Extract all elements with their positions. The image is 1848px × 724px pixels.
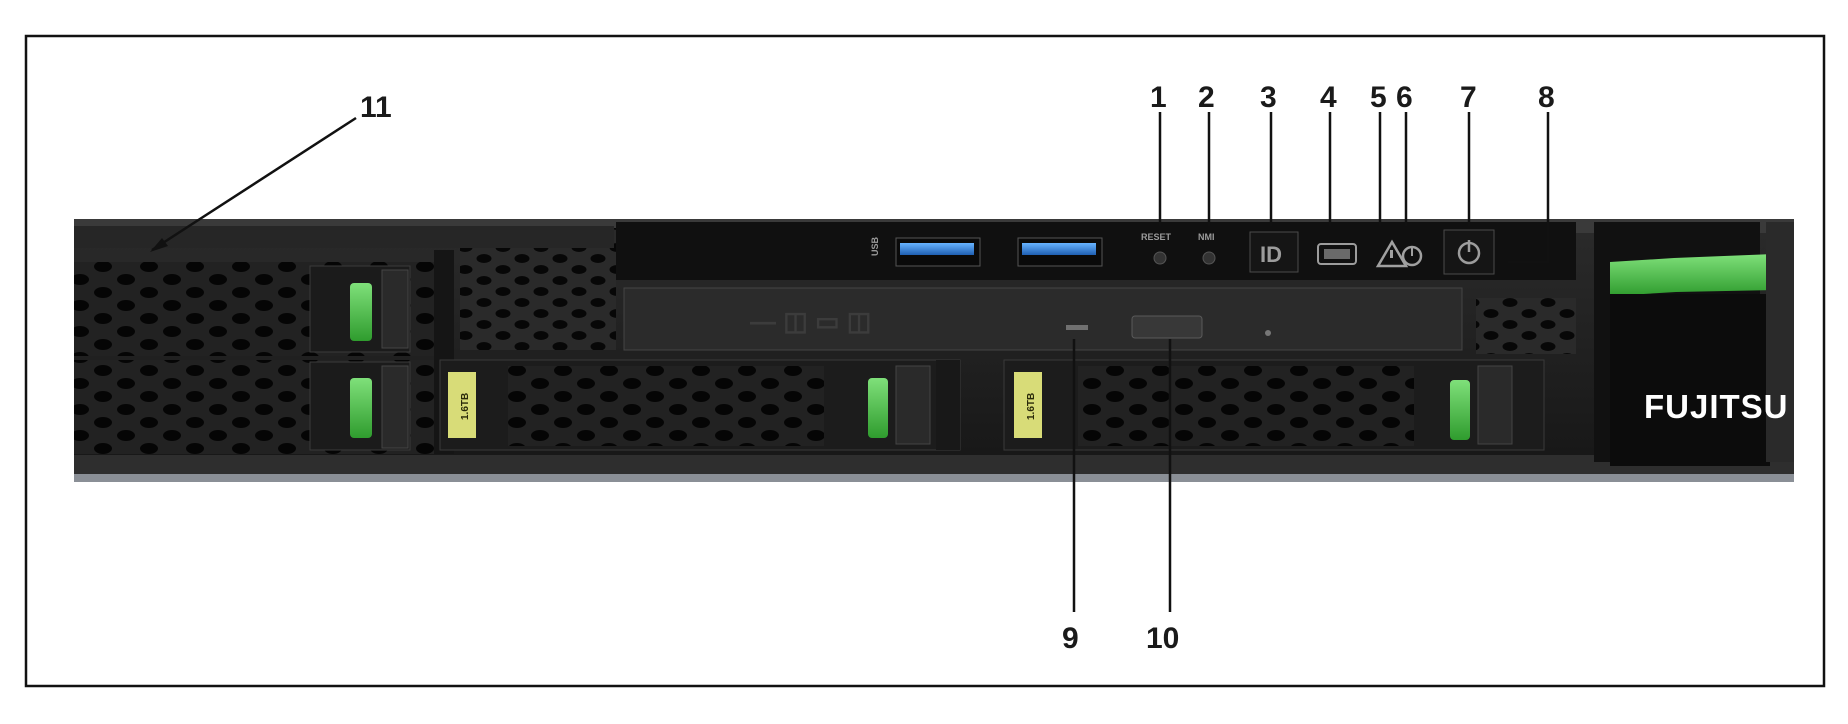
callout-8: 8 — [1538, 81, 1555, 114]
drive-capacity-label: 1.6TB — [1026, 393, 1037, 420]
drive-latch[interactable] — [868, 378, 888, 438]
drive-carrier-left-bottom[interactable] — [309, 361, 411, 451]
drive-carrier-left-top[interactable] — [309, 265, 411, 353]
drive-capacity-label: 1.6TB — [460, 393, 471, 420]
brand-logo: FUJITSU — [1644, 388, 1789, 425]
nmi-label: NMI — [1198, 232, 1215, 242]
rack-ear-handle[interactable]: FUJITSU — [1594, 222, 1794, 466]
power-button[interactable] — [1443, 229, 1495, 275]
leader-lines — [151, 112, 1550, 612]
reset-button[interactable]: RESET — [1141, 232, 1172, 265]
service-indicator-icon — [1317, 243, 1357, 265]
drive-latch[interactable] — [350, 283, 372, 341]
drive-bay-middle[interactable]: 1.6TB — [439, 359, 961, 451]
callout-2: 2 — [1198, 81, 1215, 114]
reset-label: RESET — [1141, 232, 1172, 242]
drive-label-tag — [1014, 372, 1042, 438]
emergency-eject-hole — [1265, 330, 1271, 336]
drive-latch[interactable] — [350, 378, 372, 438]
svg-text:— ◫ ▭ ◫: — ◫ ▭ ◫ — [750, 306, 871, 336]
callout-5: 5 — [1370, 81, 1387, 114]
callout-6: 6 — [1396, 81, 1413, 114]
callout-7: 7 — [1460, 81, 1477, 114]
leader-arrowhead — [150, 238, 168, 252]
id-button-label: ID — [1260, 242, 1282, 267]
warning-indicator-icon — [1375, 239, 1409, 268]
callout-3: 3 — [1260, 81, 1277, 114]
callout-1: 1 — [1150, 81, 1167, 114]
nmi-button[interactable]: NMI — [1198, 232, 1216, 265]
optical-drive-led — [1066, 325, 1088, 330]
drive-label-tag — [448, 372, 476, 438]
usb-port-1[interactable] — [895, 237, 981, 267]
usb-logo-label: USB — [870, 236, 880, 256]
drive-latch[interactable] — [1450, 380, 1470, 440]
css-indicator-icon — [1401, 245, 1423, 267]
optical-eject-button[interactable] — [1131, 315, 1203, 339]
right-grille — [1476, 298, 1576, 354]
callout-11: 11 — [360, 91, 392, 124]
callout-4: 4 — [1320, 81, 1337, 114]
id-button[interactable]: ID — [1249, 231, 1299, 273]
callout-10: 10 — [1146, 622, 1179, 655]
drive-bay-right[interactable]: 1.6TB — [1003, 359, 1545, 451]
usb-port-2[interactable] — [1017, 237, 1103, 267]
callout-9: 9 — [1062, 622, 1079, 655]
